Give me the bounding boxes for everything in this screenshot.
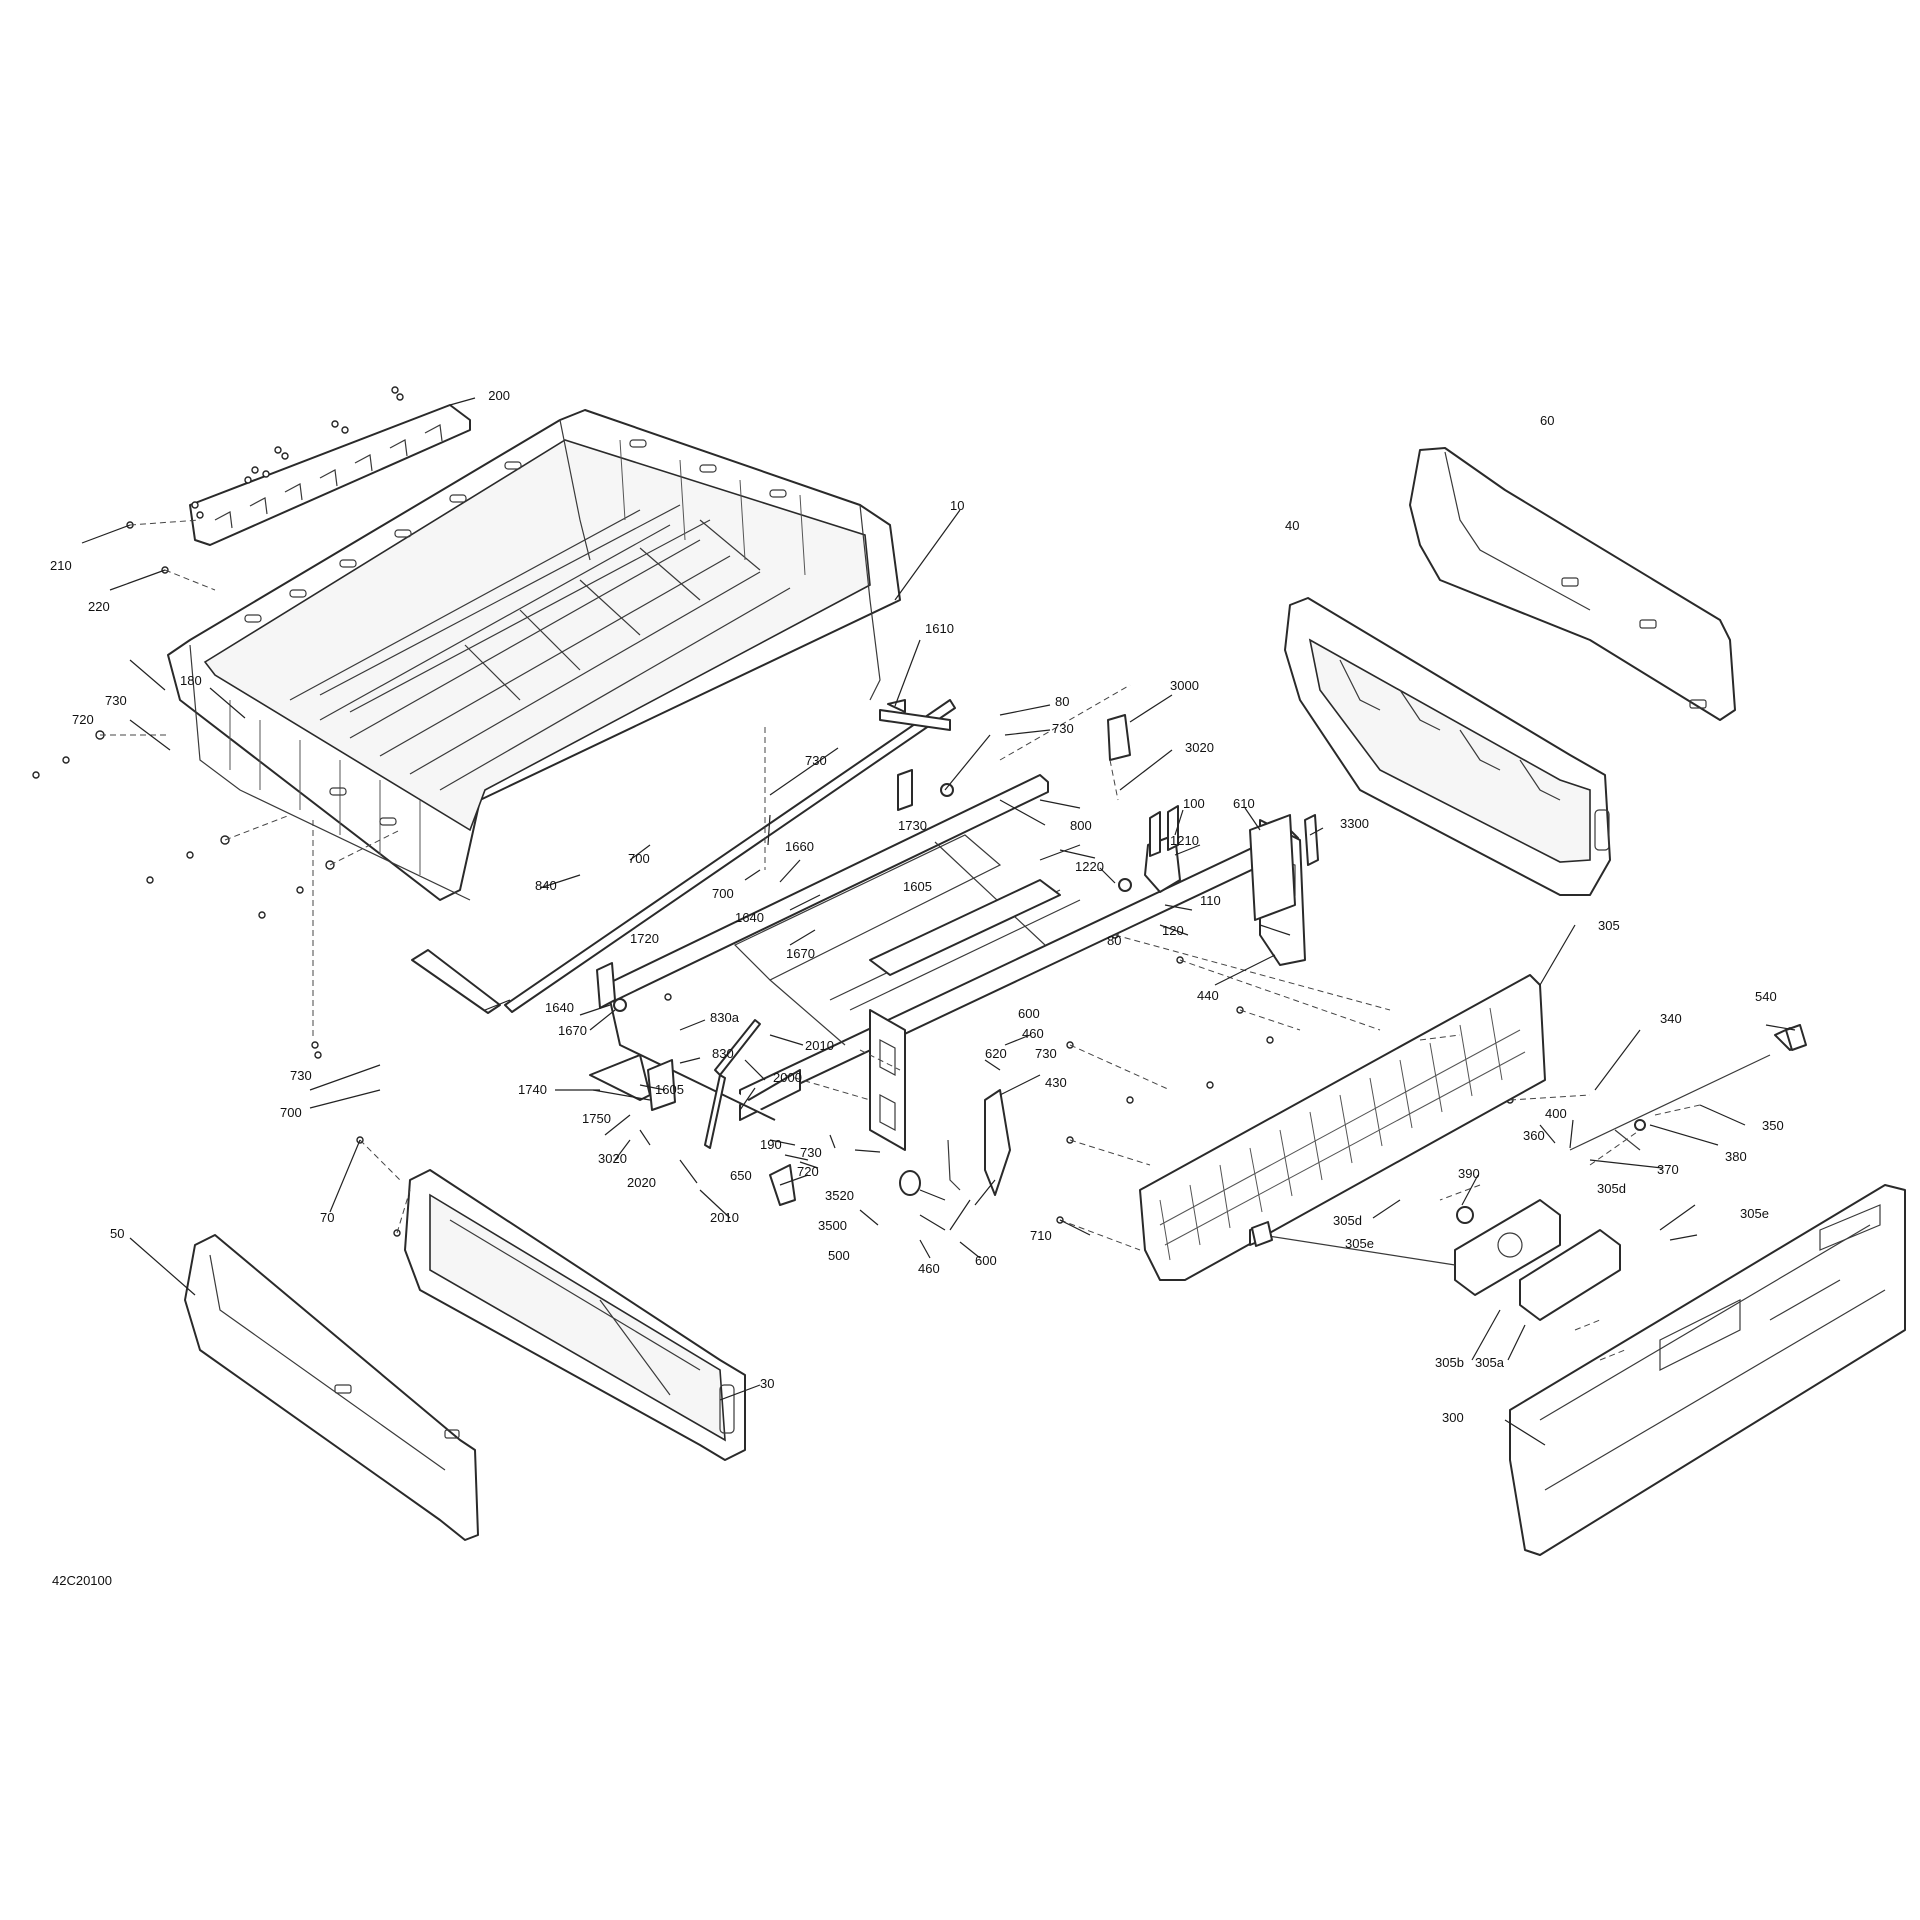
side-panel-50-part [184,1234,479,1541]
label-700a: 700 [628,851,650,866]
label-1670b: 1670 [558,1023,587,1038]
label-300: 300 [1442,1410,1464,1425]
label-210: 210 [50,558,72,573]
label-730d: 730 [1035,1046,1057,1061]
label-80b: 80 [1107,933,1121,948]
part-labels: 200 10 60 40 210 220 1610 80 730 3000 30… [50,388,1784,1588]
label-2010b: 2010 [710,1210,739,1225]
label-305: 305 [1598,918,1620,933]
label-400: 400 [1545,1106,1567,1121]
label-340: 340 [1660,1011,1682,1026]
side-panel-60-part [1409,447,1736,721]
label-305b: 305b [1435,1355,1464,1370]
label-360: 360 [1523,1128,1545,1143]
side-panel-30-part [404,1169,746,1461]
label-30: 30 [760,1376,774,1391]
label-305d2: 305d [1333,1213,1362,1228]
label-190: 190 [760,1137,782,1152]
label-3020a: 3020 [1185,740,1214,755]
label-1640a: 1640 [735,910,764,925]
label-1220: 1220 [1075,859,1104,874]
label-180: 180 [180,673,202,688]
support-rod-1610-part [411,699,956,1014]
label-730a: 730 [1052,721,1074,736]
label-610: 610 [1233,796,1255,811]
label-730b: 730 [105,693,127,708]
label-2000: 2000 [773,1070,802,1085]
latch-assembly-part [1249,1199,1621,1321]
label-620: 620 [985,1046,1007,1061]
label-3300: 3300 [1340,816,1369,831]
label-110: 110 [1200,893,1221,908]
label-1605b: 1605 [655,1082,684,1097]
label-380: 380 [1725,1149,1747,1164]
label-460a: 460 [1022,1026,1044,1041]
label-3520: 3520 [825,1188,854,1203]
label-2020: 2020 [627,1175,656,1190]
label-440: 440 [1197,988,1219,1003]
label-305a: 305a [1475,1355,1505,1370]
label-3000: 3000 [1170,678,1199,693]
label-390: 390 [1458,1166,1480,1181]
label-1605a: 1605 [903,879,932,894]
small-brackets [589,714,1807,1247]
cargo-box-part [167,409,901,901]
label-60: 60 [1540,413,1554,428]
assembly-lines [100,519,1701,1361]
label-1610: 1610 [925,621,954,636]
leader-lines [81,397,1796,1446]
label-540: 540 [1755,989,1777,1004]
label-40: 40 [1285,518,1299,533]
label-1670a: 1670 [786,946,815,961]
label-830a: 830a [710,1010,740,1025]
label-3500: 3500 [818,1218,847,1233]
label-305e2: 305e [1345,1236,1374,1251]
label-350: 350 [1762,1118,1784,1133]
sub-frame-800-part [604,774,1306,1151]
label-700b: 700 [712,886,734,901]
label-650: 650 [730,1168,752,1183]
label-305d1: 305d [1597,1181,1626,1196]
label-70: 70 [320,1210,334,1225]
label-370: 370 [1657,1162,1679,1177]
label-600a: 600 [1018,1006,1040,1021]
label-1750: 1750 [582,1111,611,1126]
side-panel-40-part [1284,597,1611,896]
label-1730: 1730 [898,818,927,833]
label-1210: 1210 [1170,833,1199,848]
label-830: 830 [712,1046,734,1061]
label-80a: 80 [1055,694,1069,709]
label-500: 500 [828,1248,850,1263]
label-730f: 730 [800,1145,822,1160]
label-1740: 1740 [518,1082,547,1097]
label-2010a: 2010 [805,1038,834,1053]
label-840: 840 [535,878,557,893]
label-710: 710 [1030,1228,1052,1243]
label-1720: 1720 [630,931,659,946]
label-460b: 460 [918,1261,940,1276]
label-730e: 730 [290,1068,312,1083]
tailgate-outer-300-part [1509,1184,1906,1556]
label-720b: 720 [797,1164,819,1179]
label-430: 430 [1045,1075,1067,1090]
label-800: 800 [1070,818,1092,833]
label-600b: 600 [975,1253,997,1268]
label-1660: 1660 [785,839,814,854]
diagram-reference: 42C20100 [52,1573,112,1588]
tailgate-inner-305-part [1139,974,1546,1281]
label-200: 200 [488,388,510,403]
label-305e1: 305e [1740,1206,1769,1221]
label-100: 100 [1183,796,1205,811]
label-1640b: 1640 [545,1000,574,1015]
label-220: 220 [88,599,110,614]
label-3020b: 3020 [598,1151,627,1166]
label-10: 10 [950,498,964,513]
label-700c: 700 [280,1105,302,1120]
label-50: 50 [110,1226,124,1241]
label-720a: 720 [72,712,94,727]
label-730c: 730 [805,753,827,768]
label-120: 120 [1162,923,1184,938]
